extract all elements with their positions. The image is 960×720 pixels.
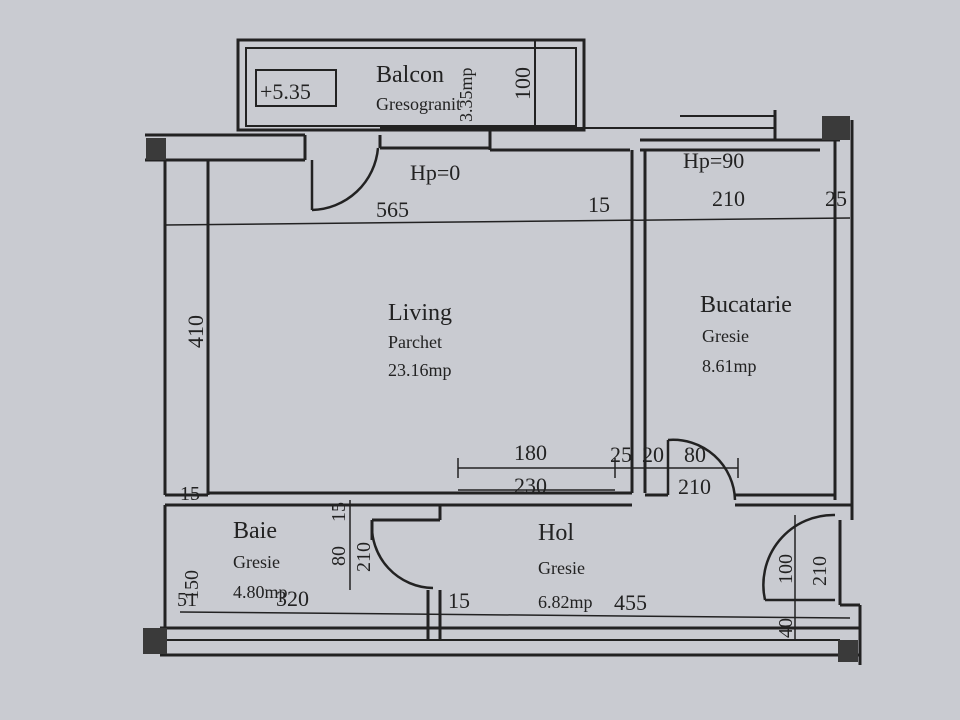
dim-corr-230: 230 [514, 473, 547, 498]
dim-bath-51: 51 [177, 589, 197, 611]
dim-corr-25: 25 [610, 442, 632, 467]
dim-balcony-depth: 100 [510, 67, 535, 100]
dim-bath-15: 15 [328, 502, 350, 522]
walls [145, 38, 862, 665]
entry-door-arc [762, 513, 836, 601]
dim-living-width: 565 [376, 197, 409, 222]
living-door-arc [311, 147, 380, 212]
corner-hatches [143, 116, 858, 662]
dim-corr-180: 180 [514, 440, 547, 465]
dim-bath-150: 150 [181, 570, 203, 600]
hp-living: Hp=0 [410, 160, 460, 185]
dim-entry-100: 100 [775, 554, 797, 584]
dim-door-210: 210 [678, 474, 711, 499]
dim-bath-width: 320 [276, 586, 309, 611]
kitchen-door-arc [667, 438, 737, 501]
dim-bath-80: 80 [328, 546, 350, 566]
hall-name: Hol [538, 520, 574, 546]
balcony-area: 3.35mp [456, 67, 476, 122]
dim-hall-wall: 15 [448, 588, 470, 613]
dim-entry-40: 40 [775, 618, 797, 638]
level-box [255, 69, 337, 107]
dim-hall-width: 455 [614, 590, 647, 615]
bath-name: Baie [233, 518, 277, 544]
hall-floor: Gresie [538, 558, 585, 578]
hall-area: 6.82mp [538, 592, 593, 612]
kitchen-area: 8.61mp [702, 356, 757, 376]
dim-living-wall: 15 [588, 192, 610, 217]
balcony-outline [236, 38, 586, 132]
dimension-lines [164, 217, 851, 640]
kitchen-floor: Gresie [702, 326, 749, 346]
dim-wall-15-left: 15 [180, 483, 200, 505]
living-floor: Parchet [388, 332, 442, 352]
bath-door-arc [370, 521, 434, 590]
balcony-name: Balcon [376, 62, 444, 88]
balcony-inner [245, 47, 577, 127]
balcony-floor: Gresogranit [376, 94, 461, 114]
dim-kitchen-width: 210 [712, 186, 745, 211]
dim-corr-20: 20 [642, 442, 664, 467]
bath-floor: Gresie [233, 552, 280, 572]
bath-area: 4.80mp [233, 582, 288, 602]
kitchen-name: Bucatarie [700, 292, 792, 318]
living-name: Living [388, 300, 452, 326]
dim-door-80: 80 [684, 442, 706, 467]
dim-entry-210: 210 [809, 556, 831, 586]
doors [310, 147, 836, 602]
living-area: 23.16mp [388, 360, 452, 380]
balcony-level: +5.35 [260, 79, 311, 104]
dim-kitchen-wall: 25 [825, 186, 847, 211]
hp-kitchen: Hp=90 [683, 148, 744, 173]
dim-bath-210: 210 [353, 542, 375, 572]
dim-living-height: 410 [183, 315, 208, 348]
